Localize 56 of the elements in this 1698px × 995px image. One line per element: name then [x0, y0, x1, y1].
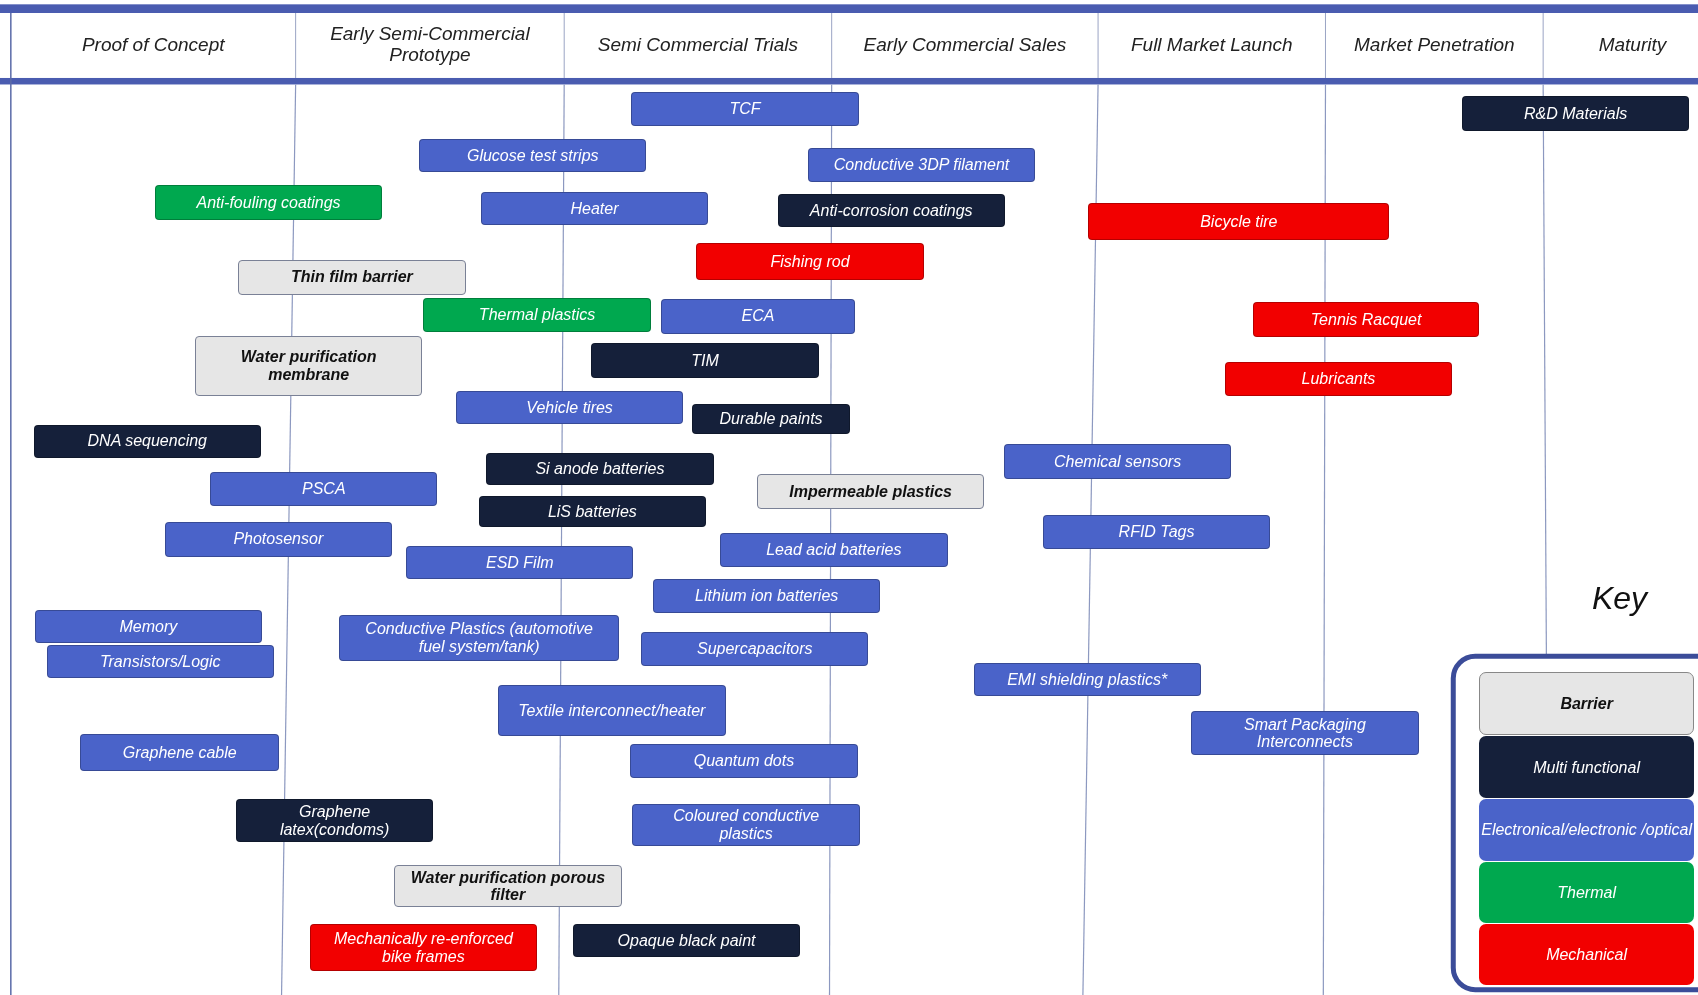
application-box: EMI shielding plastics* [973, 662, 1201, 697]
application-box: Water purification membrane [194, 335, 423, 397]
application-box: Coloured conductive plastics [632, 803, 860, 846]
stage-heading: Market Penetration [1353, 35, 1516, 56]
application-box: Heater [480, 191, 709, 226]
stage-heading: Semi Commercial Trials [596, 35, 800, 56]
application-box: ESD Film [406, 545, 634, 580]
application-box: Photosensor [164, 521, 392, 557]
application-box: TIM [591, 343, 819, 378]
legend-swatch: Multi functional [1479, 736, 1694, 799]
application-box: Lead acid batteries [720, 532, 948, 568]
application-box: DNA sequencing [33, 424, 261, 459]
application-box: Fishing rod [696, 242, 924, 281]
application-box: Conductive Plastics (automotive fuel system/tank) [338, 615, 620, 661]
application-box: Si anode batteries [486, 452, 714, 486]
application-box: Glucose test strips [419, 138, 647, 173]
application-box: Chemical sensors [1003, 444, 1232, 479]
stage-heading: Maturity [1597, 35, 1668, 56]
stage-heading: Full Market Launch [1129, 35, 1294, 56]
application-box: Conductive 3DP filament [807, 148, 1036, 182]
application-box: Quantum dots [630, 743, 858, 778]
application-box: Thermal plastics [423, 297, 651, 333]
application-box: Bicycle tire [1088, 202, 1390, 241]
legend-swatch: Thermal [1479, 862, 1694, 923]
application-box: Lithium ion batteries [653, 579, 881, 613]
legend-swatch: Electronical/electronic /optical [1479, 799, 1694, 861]
application-box: Graphene cable [80, 734, 280, 771]
application-box: PSCA [210, 472, 438, 506]
stage-heading: Early Semi-Commercial Prototype [329, 24, 531, 67]
application-box: Impermeable plastics [756, 474, 985, 509]
legend-swatch: Mechanical [1479, 923, 1694, 986]
stage-heading: Early Commercial Sales [862, 35, 1068, 56]
application-box: Thin film barrier [238, 259, 466, 295]
application-box: Anti-corrosion coatings [777, 193, 1005, 228]
application-box: RFID Tags [1042, 515, 1271, 549]
application-box: R&D Materials [1461, 96, 1690, 131]
application-box: Water purification porous filter [394, 865, 622, 908]
application-box: Vehicle tires [455, 390, 684, 425]
stage-heading: Proof of Concept [80, 35, 226, 56]
application-box: Transistors/Logic [46, 645, 274, 678]
application-box: Smart Packaging Interconnects [1191, 711, 1419, 755]
application-box: ECA [660, 298, 856, 334]
application-box: LiS batteries [478, 495, 707, 528]
application-box: Supercapacitors [641, 632, 869, 666]
application-box: Mechanically re-enforced bike frames [309, 923, 538, 972]
application-box: Memory [34, 609, 263, 644]
application-box: TCF [631, 92, 859, 126]
application-box: Durable paints [691, 403, 851, 435]
legend-swatch: Barrier [1479, 672, 1694, 736]
application-box: Textile interconnect/heater [498, 685, 726, 737]
application-box: Lubricants [1224, 361, 1453, 397]
application-box: Opaque black paint [572, 923, 801, 958]
application-box: Graphene latex(condoms) [236, 799, 434, 843]
key-heading: Key [1591, 580, 1647, 618]
application-box: Anti-fouling coatings [154, 185, 383, 220]
application-box: Tennis Racquet [1252, 302, 1480, 337]
